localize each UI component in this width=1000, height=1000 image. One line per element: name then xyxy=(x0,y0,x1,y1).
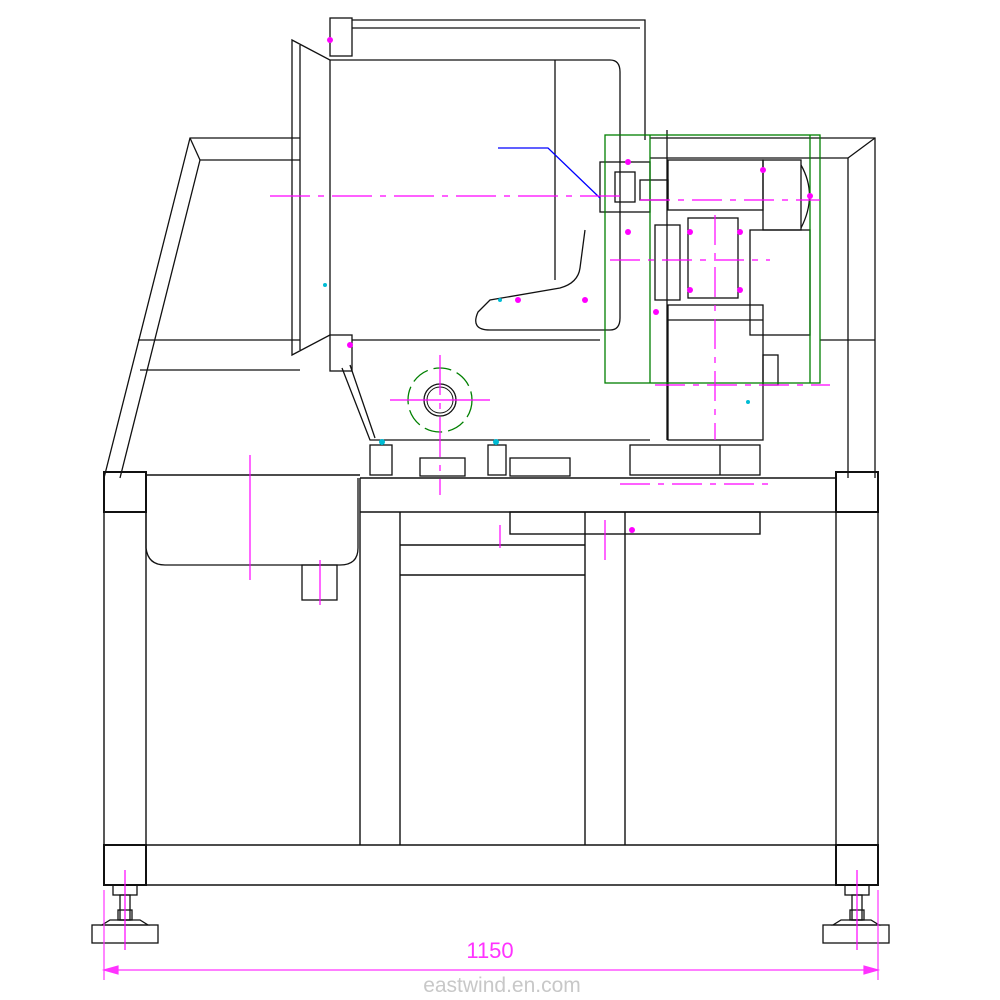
fastener-markers xyxy=(323,37,813,533)
bowl-lid xyxy=(291,38,331,357)
center-lines xyxy=(124,195,858,950)
safety-guard-frame xyxy=(604,134,821,384)
motor-assembly xyxy=(599,130,811,441)
shaft-housing xyxy=(341,339,761,477)
leveling-foot-right xyxy=(822,884,890,944)
discharge-tray xyxy=(145,478,359,601)
leader-line xyxy=(498,147,601,199)
watermark: eastwind.en.com xyxy=(423,974,581,997)
mixing-bowl xyxy=(291,17,646,372)
overall-width-label: 1150 xyxy=(466,938,513,963)
main-frame xyxy=(103,471,879,886)
overall-width-dimension xyxy=(101,890,881,980)
rear-housing xyxy=(103,137,876,479)
